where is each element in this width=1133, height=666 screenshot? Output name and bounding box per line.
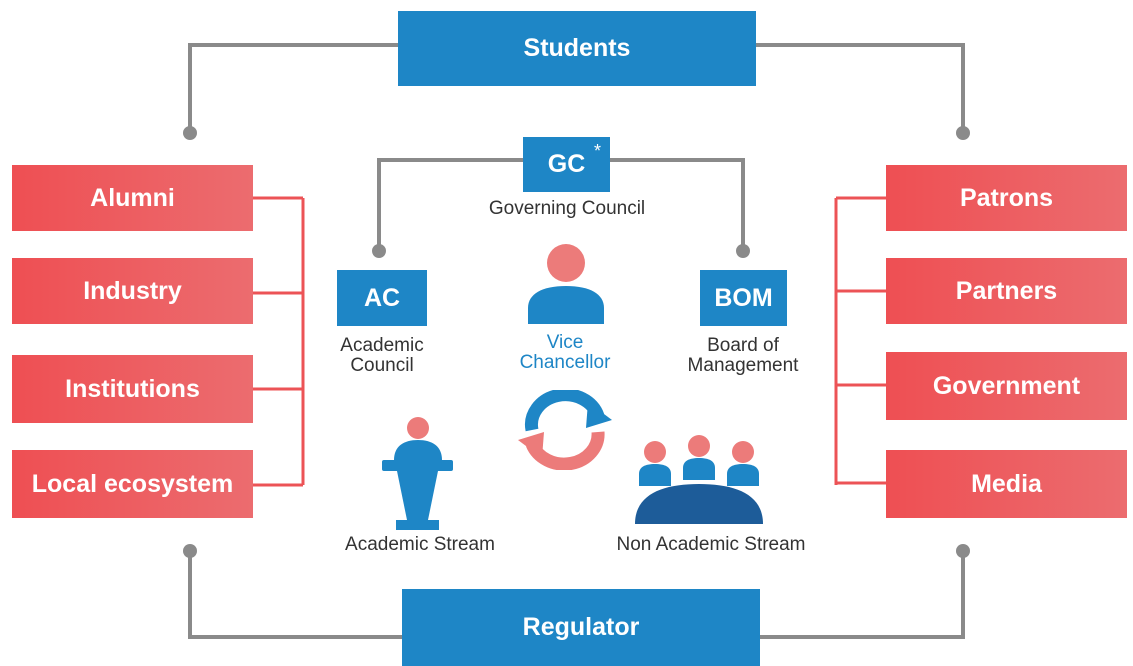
bom-abbr: BOM — [714, 283, 773, 312]
gc-box: GC * — [523, 137, 610, 192]
connector-dot — [183, 126, 197, 140]
academic-stream-caption: Academic Stream — [345, 534, 495, 555]
stakeholder-patrons: Patrons — [886, 165, 1127, 231]
regulator-box: Regulator — [402, 589, 760, 666]
connector-dot — [736, 244, 750, 258]
connector-dot — [183, 544, 197, 558]
stakeholder-local-ecosystem: Local ecosystem — [12, 450, 253, 518]
students-box: Students — [398, 11, 756, 86]
regulator-left-connector — [188, 552, 402, 639]
gc-ac-connector — [377, 158, 523, 250]
bom-box: BOM — [700, 270, 787, 326]
students-label: Students — [523, 34, 631, 62]
person-icon — [528, 244, 604, 324]
stakeholder-institutions: Institutions — [12, 355, 253, 423]
regulator-label: Regulator — [522, 613, 640, 641]
gc-caption: Governing Council — [488, 198, 646, 219]
gc-bom-connector — [610, 158, 745, 250]
bom-caption: Board of Management — [687, 335, 799, 376]
stakeholder-media: Media — [886, 450, 1127, 518]
stakeholder-partners: Partners — [886, 258, 1127, 324]
stakeholder-alumni: Alumni — [12, 165, 253, 231]
students-right-connector — [756, 43, 965, 132]
ac-box: AC — [337, 270, 427, 326]
students-left-connector — [188, 43, 398, 132]
group-meeting-icon — [635, 435, 763, 524]
regulator-right-connector — [760, 552, 965, 639]
ac-caption: Academic Council — [340, 335, 424, 376]
cycle-arrows-icon — [518, 390, 612, 470]
gc-marker: * — [593, 141, 601, 161]
connector-dot — [372, 244, 386, 258]
non-academic-stream-caption: Non Academic Stream — [616, 534, 806, 555]
connector-dot — [956, 544, 970, 558]
podium-speaker-icon — [382, 417, 453, 530]
connector-dot — [956, 126, 970, 140]
ac-abbr: AC — [363, 283, 401, 312]
stakeholder-industry: Industry — [12, 258, 253, 324]
vc-caption: Vice Chancellor — [519, 332, 611, 373]
gc-abbr: GC — [547, 150, 586, 178]
stakeholder-government: Government — [886, 352, 1127, 420]
